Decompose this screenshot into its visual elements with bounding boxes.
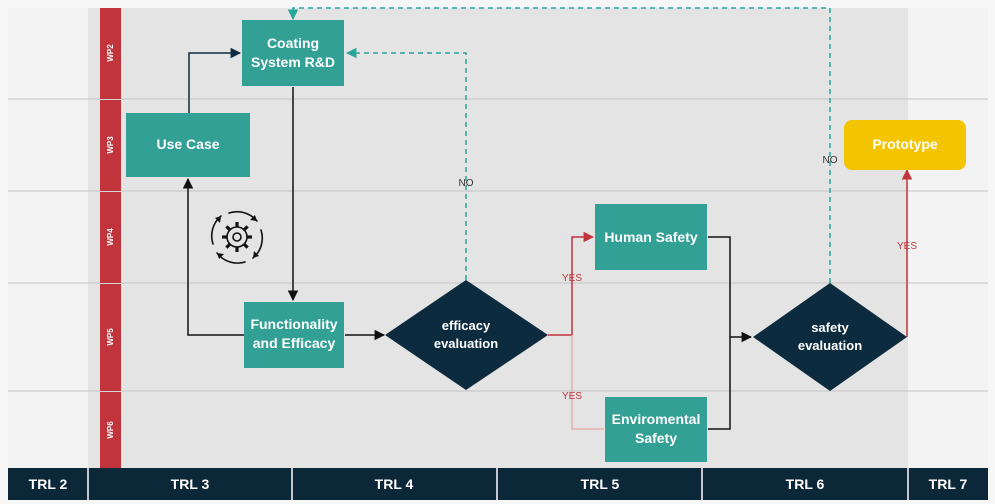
wp6-label: WP6: [106, 421, 115, 439]
label-no-safety: NO: [823, 155, 838, 166]
env-safety-line2: Safety: [635, 430, 677, 446]
safety-line2: evaluation: [798, 338, 862, 353]
human-safety-label: Human Safety: [604, 229, 698, 245]
label-yes-env: YES: [562, 391, 582, 402]
edge-env-to-safety: [708, 337, 731, 430]
prototype-label: Prototype: [872, 136, 938, 152]
node-use-case[interactable]: Use Case: [126, 113, 250, 177]
label-no-efficacy: NO: [459, 178, 474, 189]
trl-6-label: TRL 6: [786, 476, 825, 492]
wp5-label: WP5: [106, 328, 115, 346]
coating-line1: Coating: [267, 35, 319, 51]
trl-7-label: TRL 7: [929, 476, 968, 492]
node-efficacy-evaluation[interactable]: efficacy evaluation: [385, 280, 548, 390]
node-safety-evaluation[interactable]: safety evaluation: [753, 283, 907, 391]
trl7-column-bg: [908, 8, 988, 468]
edge-safety-no-to-coating: [287, 7, 831, 283]
node-coating-system[interactable]: Coating System R&D: [242, 20, 344, 86]
coating-line2: System R&D: [251, 54, 335, 70]
safety-line1: safety: [811, 320, 849, 335]
node-environmental-safety[interactable]: Enviromental Safety: [605, 397, 707, 462]
efficacy-line1: efficacy: [442, 318, 491, 333]
trl-footer-bar: [8, 468, 988, 500]
node-human-safety[interactable]: Human Safety: [595, 204, 707, 270]
efficacy-line2: evaluation: [434, 336, 498, 351]
lane-separators: [8, 98, 988, 392]
gear-cycle-icon: [210, 210, 264, 264]
node-prototype[interactable]: Prototype: [844, 120, 966, 170]
edge-usecase-to-coating: [188, 47, 242, 113]
label-yes-prototype: YES: [897, 241, 917, 252]
env-safety-line1: Enviromental: [612, 411, 701, 427]
edge-functionality-to-usecase: [182, 177, 244, 336]
trl-2-label: TRL 2: [29, 476, 68, 492]
trl-3-label: TRL 3: [171, 476, 210, 492]
trl2-column-bg: [8, 8, 88, 468]
use-case-label: Use Case: [156, 136, 219, 152]
edge-efficacy-yes-to-env: [571, 335, 604, 430]
trl-5-label: TRL 5: [581, 476, 620, 492]
wp4-label: WP4: [106, 228, 115, 246]
edge-efficacy-yes-to-human: [548, 231, 595, 336]
node-functionality[interactable]: Functionality and Efficacy: [244, 302, 344, 368]
wp4-bar: [100, 192, 121, 283]
wp3-label: WP3: [106, 136, 115, 154]
wp6-bar: [100, 392, 121, 468]
edge-human-to-safety: [708, 236, 753, 343]
edge-efficacy-no-to-coating: [345, 47, 467, 280]
wp-lane-labels: WP2 WP3 WP4 WP5 WP6: [100, 8, 121, 468]
wp3-bar: [100, 100, 121, 191]
trl-4-label: TRL 4: [375, 476, 414, 492]
wp5-bar: [100, 284, 121, 391]
wp2-bar: [100, 8, 121, 99]
functionality-line1: Functionality: [250, 316, 337, 332]
trl-footer: TRL 2 TRL 3 TRL 4 TRL 5 TRL 6 TRL 7: [8, 468, 988, 500]
functionality-line2: and Efficacy: [253, 335, 336, 351]
wp2-label: WP2: [106, 44, 115, 62]
label-yes-human: YES: [562, 273, 582, 284]
connectors: [182, 7, 913, 430]
